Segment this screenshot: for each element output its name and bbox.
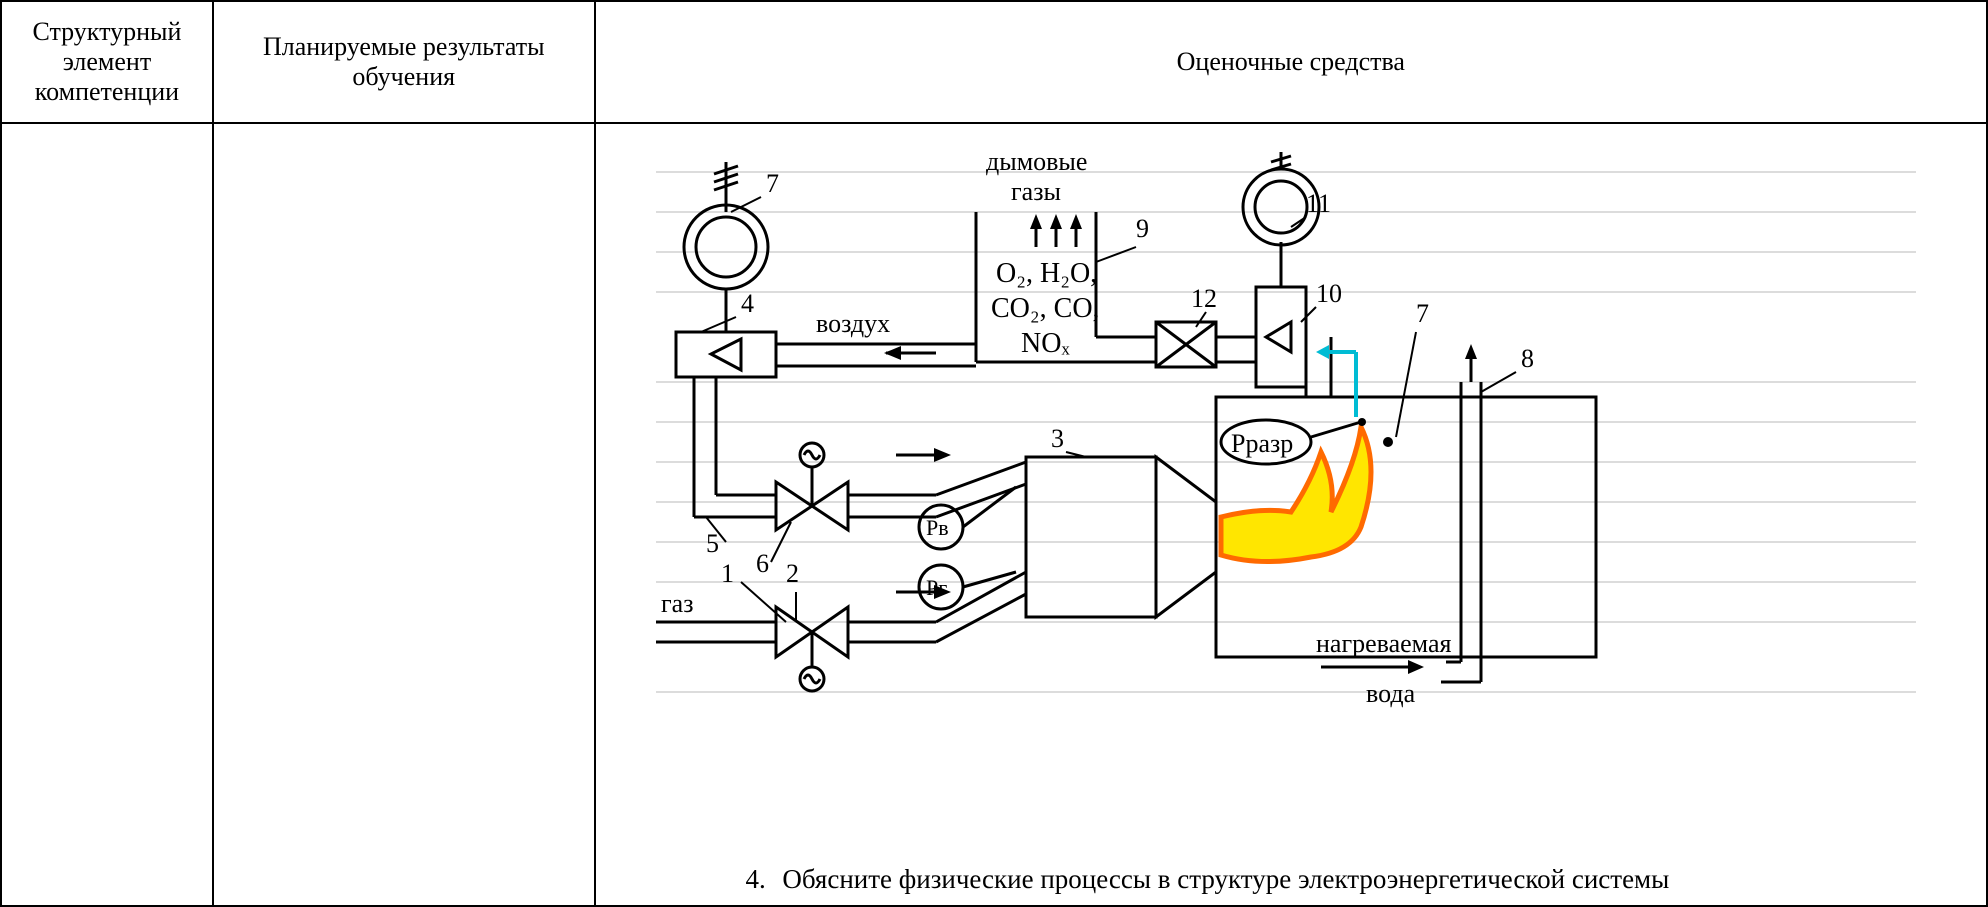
label-heated-water-2: вода <box>1366 679 1416 708</box>
label-gas-mix-1: O₂, H₂O, <box>996 258 1097 289</box>
label-flue-gases-1: дымовые <box>986 152 1087 176</box>
furnace <box>1214 395 1598 659</box>
leader-lines <box>700 196 1517 623</box>
burner-nozzle <box>1154 454 1218 620</box>
label-air: воздух <box>816 309 890 338</box>
header-planned-results: Планируемые результаты обучения <box>211 0 596 124</box>
question-item: 4. Обясните физические процессы в структ… <box>736 864 1670 894</box>
num-12: 12 <box>1191 284 1217 313</box>
question-text: Обясните физические процессы в структуре… <box>782 864 1670 894</box>
left-fan-motor <box>682 162 770 332</box>
control-signal <box>1315 345 1358 417</box>
header-row: Структурный элемент компетенции Планируе… <box>0 0 1988 124</box>
label-gas: газ <box>661 589 693 618</box>
water-pipe <box>1320 344 1483 684</box>
diagram-labels: дымовые газы O₂, H₂O, CO₂, CO, NOₓ возду… <box>661 152 1534 708</box>
cell-assessment-tools: дымовые газы O₂, H₂O, CO₂, CO, NOₓ возду… <box>593 122 1988 907</box>
label-gas-mix-2: CO₂, CO, <box>991 293 1100 324</box>
label-p-vac: Pразр <box>1231 429 1293 458</box>
header-structural-element: Структурный элемент компетенции <box>0 0 214 124</box>
body-row: дымовые газы O₂, H₂O, CO₂, CO, NOₓ возду… <box>0 122 1988 907</box>
gas-valve <box>774 604 850 693</box>
air-duct <box>692 342 1027 519</box>
label-p-gas: Pг <box>926 575 947 600</box>
flue-arrows <box>1029 214 1082 247</box>
num-4: 4 <box>741 289 754 318</box>
num-3: 3 <box>1051 424 1064 453</box>
num-10: 10 <box>1316 279 1342 308</box>
left-blower-box <box>674 330 778 379</box>
num-5: 5 <box>706 529 719 558</box>
exhaust-fan <box>1241 152 1321 389</box>
num-9: 9 <box>1136 214 1149 243</box>
num-2: 2 <box>786 559 799 588</box>
num-1: 1 <box>721 559 734 588</box>
label-p-air: Pв <box>926 515 949 540</box>
vacuum-gauge <box>1219 418 1313 466</box>
cell-structural-element <box>0 122 214 907</box>
damper <box>1154 320 1218 369</box>
burner-box <box>1024 455 1158 619</box>
gas-line <box>655 570 1027 644</box>
label-heated-water-1: нагреваемая <box>1316 629 1451 658</box>
num-7a: 7 <box>766 169 779 198</box>
num-8: 8 <box>1521 344 1534 373</box>
flue-duct <box>974 212 1333 397</box>
num-11: 11 <box>1306 189 1331 218</box>
num-7b: 7 <box>1416 299 1429 328</box>
question-number: 4. <box>745 864 766 894</box>
header-assessment-tools: Оценочные средства <box>593 0 1988 124</box>
flame <box>1218 418 1374 564</box>
air-valve <box>774 441 951 533</box>
cell-planned-results <box>211 122 596 907</box>
label-gas-mix-3: NOₓ <box>1021 328 1070 359</box>
boiler-control-diagram: дымовые газы O₂, H₂O, CO₂, CO, NOₓ возду… <box>655 152 1916 708</box>
num-6: 6 <box>756 549 769 578</box>
left-blower-triangle <box>707 336 743 373</box>
label-flue-gases-2: газы <box>1011 177 1061 206</box>
